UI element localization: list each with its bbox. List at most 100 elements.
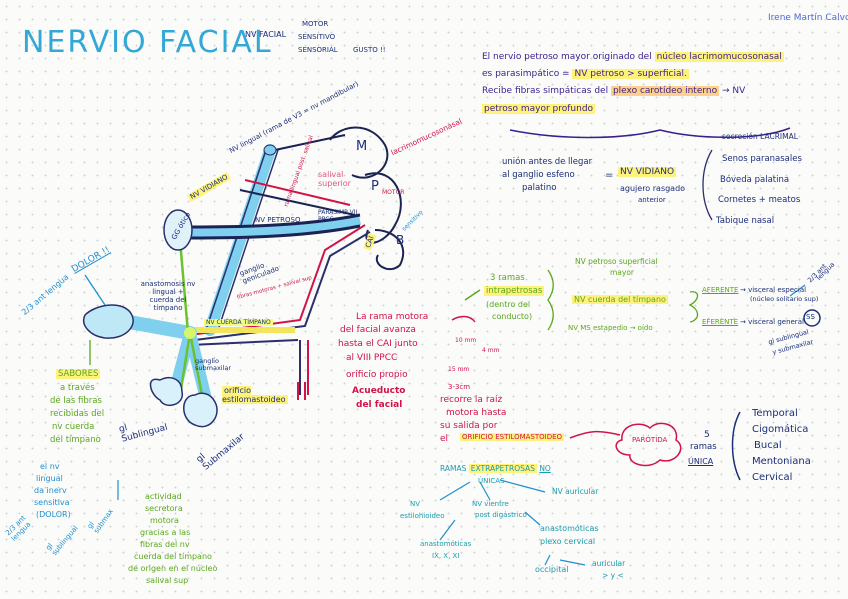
actividad-1: secretora bbox=[145, 504, 183, 513]
rama-mentoniana: Mentoniana bbox=[752, 456, 811, 468]
extra-estilo-1: estilohioideo bbox=[400, 512, 445, 520]
extra-occipital: occipital bbox=[535, 565, 568, 574]
sabores-desc-2: recibidas del bbox=[50, 410, 104, 420]
eferente-label: EFERENTE bbox=[702, 318, 738, 326]
agujero-line1: agujero rasgado bbox=[620, 184, 685, 193]
actividad-6: de origen en el núcleo bbox=[128, 564, 217, 573]
rama-cigomatica: Cigomática bbox=[752, 424, 808, 436]
parasimp-label: PARASIMP VII PPCC bbox=[318, 210, 360, 224]
agujero-line2: anterior bbox=[638, 196, 666, 204]
vidiano-equals: = bbox=[605, 170, 613, 182]
unica-label: ÚNICA bbox=[688, 457, 713, 466]
orificio-estilo-label: ORIFICIO ESTILOMASTOIDEO bbox=[460, 433, 564, 441]
actividad-2: motora bbox=[150, 516, 179, 525]
sabores-desc-1: de las fibras bbox=[50, 397, 102, 407]
rama-motora-line6: del facial bbox=[356, 400, 402, 410]
extra-title-c: NO bbox=[539, 464, 551, 473]
aferente-label: AFERENTE bbox=[702, 286, 738, 294]
petroso-note-line4-text: petroso mayor profundo bbox=[482, 104, 595, 114]
gusto-item: GUSTO !! bbox=[353, 46, 386, 54]
actividad-3: gracias a las bbox=[140, 528, 190, 537]
motor-item: MOTOR bbox=[302, 20, 328, 28]
page-title: NERVIO FACIAL bbox=[22, 26, 273, 61]
petroso-note-line3c: → NV bbox=[722, 86, 745, 96]
petroso-note-line2: es parasimpático = NV petroso > superfic… bbox=[482, 69, 689, 79]
sensorial-item: SENSORIAL bbox=[298, 46, 338, 54]
recorre-3: su salida por bbox=[440, 421, 497, 431]
recorre-1: recorre la raíz bbox=[440, 395, 502, 405]
motor-diagram-label: MOTOR bbox=[382, 190, 404, 197]
rama-temporal: Temporal bbox=[752, 408, 798, 420]
petroso-note-line1: El nervio petroso mayor originado del nú… bbox=[482, 52, 784, 62]
nv-lingual-dolor-1: lingual bbox=[36, 474, 63, 483]
nv-lingual-dolor-3: sensitiva bbox=[34, 498, 70, 507]
extra-auricular-sup-0: auricular bbox=[592, 560, 625, 569]
cinco-label: 5 bbox=[704, 430, 710, 440]
extra-anast-craneal-1: IX, X, XI bbox=[432, 552, 459, 560]
b-label: B bbox=[396, 234, 404, 248]
union-line2: al ganglio esfeno bbox=[502, 171, 575, 181]
extra-estilo-0: NV bbox=[410, 500, 420, 508]
intra-estapedio: NV MS estapedio → oído bbox=[568, 324, 653, 332]
petroso-note-line2a: es parasimpático = bbox=[482, 69, 570, 79]
recorre-0: 3-3cm bbox=[448, 383, 470, 391]
nv-facial-root: NV FACIAL bbox=[245, 30, 286, 39]
petroso-note-line3a: Recibe fibras simpáticas del bbox=[482, 86, 608, 96]
sabores-desc-4: del tímpano bbox=[50, 436, 101, 446]
extra-title: RAMAS EXTRAPETROSAS NO bbox=[440, 465, 551, 474]
intra-cuerda: NV cuerda del tímpano bbox=[572, 295, 668, 304]
intra-cuerda-text: NV cuerda del tímpano bbox=[572, 295, 668, 304]
nv-vidiano-text: NV VIDIANO bbox=[618, 167, 676, 177]
target-tabique: Tabique nasal bbox=[716, 217, 774, 227]
p-label: P bbox=[371, 180, 379, 195]
nv-petroso-label: NV PETROSO bbox=[255, 216, 301, 224]
extra-title-b: EXTRAPETROSAS bbox=[469, 464, 537, 473]
actividad-4: fibras del nv bbox=[140, 540, 190, 549]
aferente-dest-1: (núcleo solitario sup) bbox=[750, 296, 818, 303]
recorre-4: el bbox=[440, 434, 448, 444]
extra-digastrico-0: NV vientre bbox=[472, 500, 509, 508]
nv-lingual-dolor-4: (DOLOR) bbox=[36, 510, 71, 519]
extra-anast-cervical-0: anastomóticas bbox=[540, 524, 599, 533]
nv-vidiano-label: NV VIDIANO bbox=[618, 167, 676, 177]
sabores-desc-0: a través bbox=[60, 384, 95, 394]
target-boveda: Bóveda palatina bbox=[720, 176, 789, 186]
aferente-dest-0: → visceral especial bbox=[740, 286, 806, 294]
nv-cuerda-text: NV CUERDA TÍMPANO bbox=[204, 319, 273, 326]
actividad-5: cuerda del tímpano bbox=[134, 552, 212, 561]
intra-petroso-1: mayor bbox=[610, 269, 634, 278]
union-line1: unión antes de llegar bbox=[502, 158, 592, 168]
intrapetrosas-2: (dentro del bbox=[486, 300, 530, 309]
extra-title-unicas: ÚNICAS bbox=[478, 477, 505, 485]
rama-motora-line2: hasta el CAI junto bbox=[338, 339, 418, 349]
petroso-note-line1b: núcleo lacrimomucosonasal bbox=[655, 52, 784, 62]
petroso-note-line2b: NV petroso > superficial. bbox=[572, 69, 688, 79]
extra-digastrico-1: post digástrico bbox=[475, 511, 527, 519]
union-line3: palatino bbox=[522, 184, 556, 194]
petroso-note-line4: petroso mayor profundo bbox=[482, 104, 595, 114]
extra-anast-cervical-1: plexo cervical bbox=[540, 537, 595, 546]
petroso-note-line3: Recibe fibras simpáticas del plexo carot… bbox=[482, 86, 745, 96]
rama-motora-line4: orificio propio bbox=[346, 370, 408, 380]
sabores-desc-3: nv cuerda bbox=[52, 423, 94, 433]
petroso-note-line3b: plexo carotídeo interno bbox=[611, 86, 719, 96]
rama-motora-line0: La rama motora bbox=[356, 312, 428, 322]
intrapetrosas-1: intrapetrosas bbox=[484, 287, 544, 297]
petroso-note-line1a: El nervio petroso mayor originado del bbox=[482, 52, 652, 62]
rama-cervical: Cervical bbox=[752, 472, 792, 484]
eferente-dest: → visceral general bbox=[740, 318, 804, 326]
orificio-diagram-text: orificio estilomastoideo bbox=[222, 386, 288, 404]
sabores-text: SABORES bbox=[56, 369, 100, 379]
extra-anast-craneal-0: anastomóticas bbox=[420, 540, 471, 548]
rama-bucal: Bucal bbox=[754, 440, 782, 452]
anastomosis-label: anastomosis nv lingual + cuerda del tímp… bbox=[140, 280, 196, 312]
ramas-label: ramas bbox=[690, 443, 717, 453]
intrapetrosas-3: conducto) bbox=[492, 312, 532, 321]
rama-motora-line3: al VIII PPCC bbox=[346, 353, 397, 363]
target-cornetes: Cornetes + meatos bbox=[718, 196, 800, 206]
rama-motora-line5: Acueducto bbox=[352, 386, 405, 396]
intra-petroso-0: NV petroso superficial bbox=[575, 258, 658, 267]
intrapetrosas-0: 3 ramas bbox=[490, 274, 525, 284]
orificio-diagram-label: orificio estilomastoideo bbox=[222, 386, 302, 404]
